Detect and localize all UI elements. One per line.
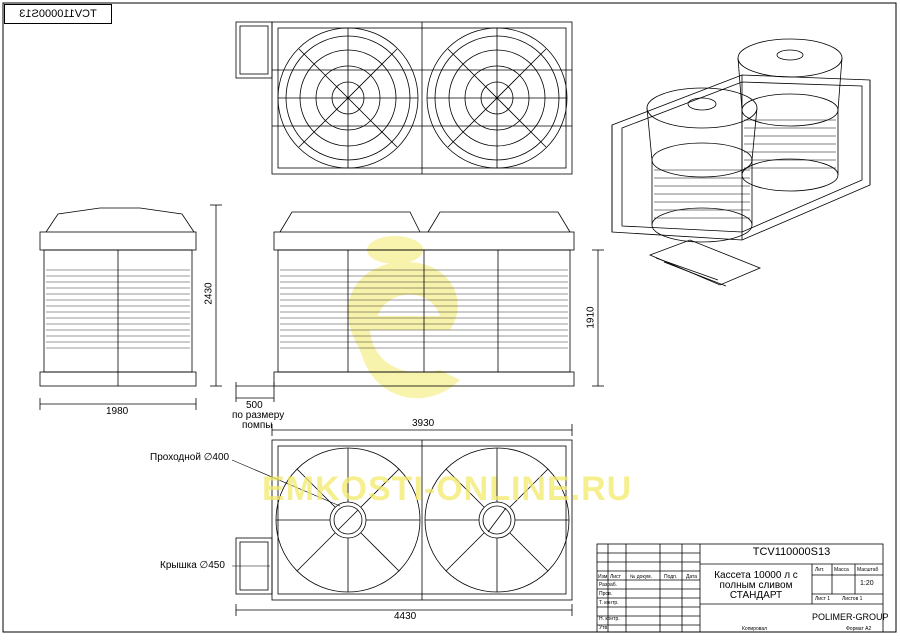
- dim-offset-note-2: помпы: [242, 420, 273, 431]
- row-label-norm-control: Н. контр.: [599, 616, 620, 622]
- copied-label: Копировал: [742, 626, 768, 632]
- dim-offset: 500: [246, 400, 263, 411]
- dim-total-length: 4430: [394, 611, 417, 622]
- scale-header: Масштаб: [857, 567, 879, 573]
- dim-height-side: 2430: [203, 282, 215, 305]
- mass-header: Масса: [834, 567, 849, 573]
- top-view-upper: [235, 21, 573, 175]
- title-block-title-1: Кассета 10000 л с: [714, 570, 798, 581]
- col-header-list: Лист: [610, 574, 621, 580]
- col-header-doc: № докум.: [630, 574, 652, 580]
- title-block-code: TCV110000S13: [752, 546, 831, 558]
- row-label-tech-control: Т. контр.: [599, 600, 619, 606]
- col-header-izm: Изм: [598, 574, 608, 580]
- title-block-title-2: полным сливом: [719, 580, 793, 591]
- lit-header: Лит.: [815, 567, 825, 573]
- title-block-grid: [596, 543, 884, 633]
- stamp-code: TCV110000S13: [4, 4, 112, 24]
- top-view-lower: [231, 424, 573, 616]
- title-block-title-3: СТАНДАРТ: [729, 590, 783, 601]
- dim-top-width: 3930: [412, 418, 435, 429]
- front-view: [235, 211, 604, 402]
- row-label-approved: Утв.: [599, 625, 609, 631]
- scale-value: 1:20: [860, 580, 874, 587]
- stamp-code-text: TCV110000S13: [19, 8, 97, 20]
- callout-lid: Крышка ∅450: [160, 560, 225, 571]
- side-view: [39, 204, 222, 410]
- format-label: Формат A2: [846, 626, 872, 632]
- row-label-developed: Разраб.: [599, 582, 618, 588]
- dim-height-front: 1910: [585, 306, 597, 329]
- dim-width-side: 1980: [106, 406, 129, 417]
- sheets-count: Листов 1: [842, 596, 863, 602]
- dim-offset-note-1: по размеру: [232, 410, 285, 421]
- col-header-sign: Подп.: [664, 574, 678, 580]
- isometric-view: [611, 38, 871, 287]
- row-label-checked: Пров.: [599, 591, 613, 597]
- sheet-number: Лист 1: [815, 596, 831, 602]
- watermark-text: EMKOSTI-ONLINE.RU: [262, 470, 633, 508]
- callout-manhole: Проходной ∅400: [150, 452, 230, 463]
- watermark-logo: [348, 236, 460, 399]
- company-name: POLIMER-GROUP: [812, 612, 889, 622]
- col-header-date: Дата: [686, 574, 698, 580]
